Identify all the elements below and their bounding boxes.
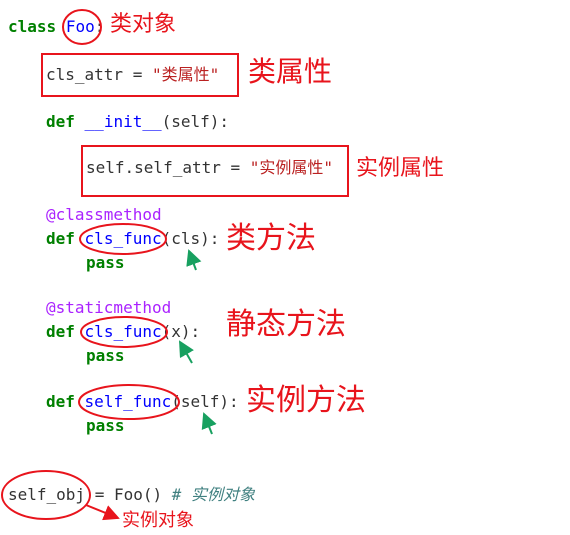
def-keyword: def [46,392,75,411]
cls-arg-arrow [186,249,202,271]
annotation-static-method: 静态方法 [226,307,346,342]
code-line-pass-3: pass [86,416,125,436]
static-func-name: cls_func [84,322,162,341]
annotation-class-method: 类方法 [226,221,316,256]
class-colon: : [94,17,105,36]
code-line-cls-func: def cls_func(cls): [46,229,219,249]
obj-assign: = Foo() [85,485,172,504]
code-line-self-obj: self_obj = Foo() # 实例对象 [8,485,255,505]
self-arg-arrow [201,412,217,435]
code-line-cls-attr: cls_attr = "类属性" [46,65,219,85]
annotation-instance-object: 实例对象 [122,510,194,531]
instance-object-arrow [85,504,120,521]
annotation-instance-attribute: 实例属性 [356,156,445,181]
def-keyword: def [46,322,75,341]
init-args: (self): [161,112,230,131]
self-func-args: (self): [171,392,239,411]
pass-keyword: pass [86,416,125,435]
code-line-classmethod-deco: @classmethod [46,205,162,225]
annotation-instance-method: 实例方法 [246,383,366,418]
code-line-pass-1: pass [86,253,125,273]
cls-func-args: (cls): [161,229,220,248]
code-line-self-attr: self.self_attr = "实例属性" [86,158,333,178]
obj-name: self_obj [8,485,86,504]
static-func-args: (x): [161,322,201,341]
code-line-init: def __init__(self): [46,112,229,132]
pass-keyword: pass [86,346,125,365]
annotation-class-object: 类对象 [110,12,177,37]
cls-attr-name: cls_attr [46,65,124,84]
self-attr-value: "实例属性" [249,158,334,177]
code-line-self-func: def self_func(self): [46,392,239,412]
code-line-static-func: def cls_func(x): [46,322,200,342]
staticmethod-decorator: @staticmethod [46,298,172,317]
annotation-class-attribute: 类属性 [248,55,333,88]
assign-operator: = [123,65,152,84]
pass-keyword: pass [86,253,125,272]
obj-comment: # 实例对象 [171,485,256,504]
def-keyword: def [46,229,75,248]
class-name: Foo [65,17,95,36]
cls-attr-value: "类属性" [151,65,220,84]
self-func-name: self_func [84,392,172,411]
self-attr-name: self.self_attr [86,158,221,177]
init-name: __init__ [84,112,162,131]
x-arg-arrow [179,340,194,364]
code-line-staticmethod-deco: @staticmethod [46,298,171,318]
assign-operator: = [220,158,250,177]
code-line-class: class Foo: [8,17,104,37]
cls-func-name: cls_func [84,229,162,248]
class-keyword: class [8,17,57,36]
def-keyword: def [46,112,75,131]
code-line-pass-2: pass [86,346,125,366]
classmethod-decorator: @classmethod [46,205,162,224]
